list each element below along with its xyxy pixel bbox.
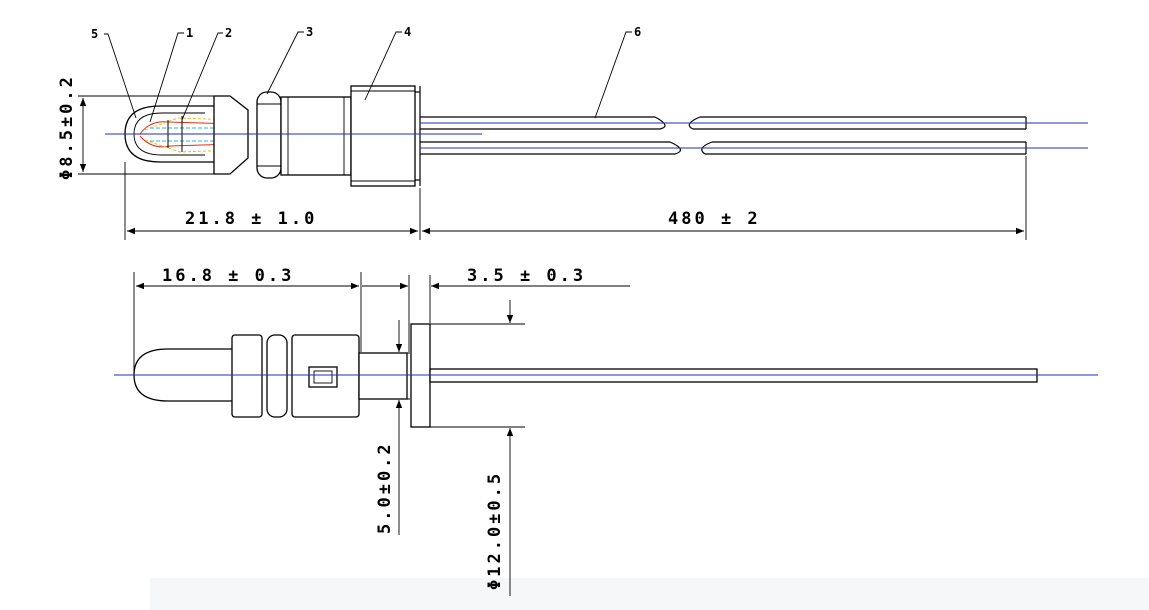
top-view: 5 1 2 3 4 6 Φ8.5±0.2 21.8 ± — [57, 25, 1088, 240]
dim-label-head-diameter: Φ8.5±0.2 — [57, 74, 77, 180]
tag-2: 2 — [225, 26, 232, 40]
dim-flange-diameter: Φ12.0±0.5 — [430, 300, 525, 596]
flange-nut — [350, 85, 416, 187]
dim-overall-length: 21.8 ± 1.0 480 ± 2 — [124, 156, 1027, 240]
part-tags: 5 1 2 3 4 6 — [91, 25, 641, 123]
bottom-view: 16.8 ± 0.3 3.5 ± 0.3 5.0±0.2 Φ12.0±0.5 — [114, 266, 1098, 596]
dim-label-body-length: 16.8 ± 0.3 — [162, 266, 294, 286]
tag-6: 6 — [634, 25, 641, 39]
footer-band — [150, 578, 1149, 610]
dim-label-head-length: 21.8 ± 1.0 — [185, 209, 317, 229]
body-tube — [280, 96, 352, 176]
dim-label-flange-diameter: Φ12.0±0.5 — [485, 471, 505, 590]
dim-neck-diameter: 5.0±0.2 — [375, 320, 410, 535]
dim-flange-thickness: 3.5 ± 0.3 — [362, 266, 630, 352]
o-ring — [256, 91, 282, 179]
tag-1: 1 — [186, 26, 193, 40]
collar — [213, 95, 249, 175]
bottom-window — [308, 366, 338, 388]
dim-label-neck-diameter: 5.0±0.2 — [375, 441, 395, 534]
bottom-collar — [231, 334, 263, 418]
dim-body-length: 16.8 ± 0.3 — [133, 266, 362, 372]
dim-label-lead-length: 480 ± 2 — [668, 209, 761, 229]
dim-label-flange-thickness: 3.5 ± 0.3 — [467, 266, 586, 286]
lead-wires — [420, 116, 1027, 155]
dim-head-diameter: Φ8.5±0.2 — [57, 74, 214, 180]
bottom-o-ring — [266, 334, 288, 418]
tag-5: 5 — [91, 27, 98, 41]
tag-3: 3 — [306, 25, 313, 39]
tag-4: 4 — [404, 25, 411, 39]
bottom-neck — [358, 352, 408, 400]
